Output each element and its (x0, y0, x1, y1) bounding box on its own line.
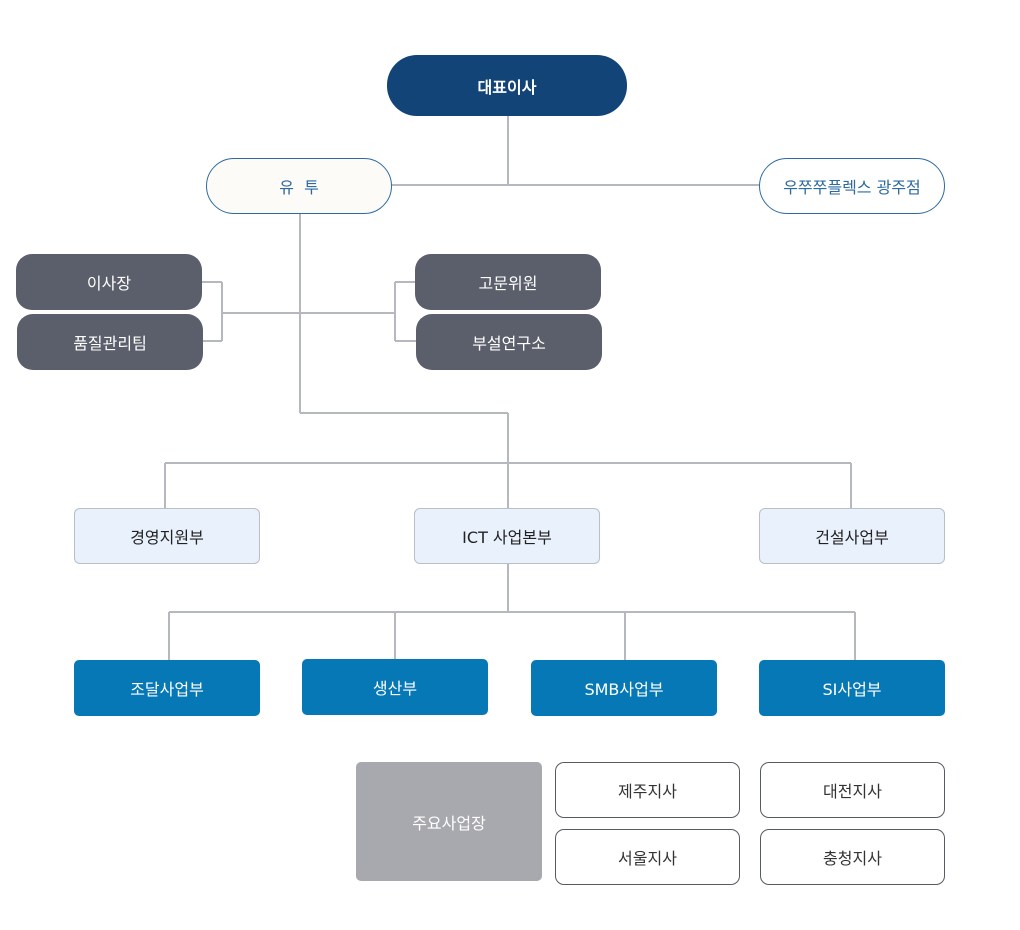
procurement-dept-box: 조달사업부 (74, 660, 260, 716)
construction-division-box: 건설사업부 (759, 508, 945, 564)
seoul-branch-box: 서울지사 (555, 829, 740, 885)
research-lab-box: 부설연구소 (416, 314, 602, 370)
ict-division-box: ICT 사업본부 (414, 508, 600, 564)
ceo-box: 대표이사 (387, 55, 627, 116)
production-dept-box: 생산부 (302, 659, 488, 715)
chairman-box: 이사장 (16, 254, 202, 310)
gwangju-branch-box: 우쭈쭈플렉스 광주점 (759, 158, 945, 214)
jeju-branch-box: 제주지사 (555, 762, 740, 818)
yutu-box: 유 투 (206, 158, 392, 214)
chungcheong-branch-box: 충청지사 (760, 829, 945, 885)
si-dept-box: SI사업부 (759, 660, 945, 716)
advisor-box: 고문위원 (415, 254, 601, 310)
management-support-box: 경영지원부 (74, 508, 260, 564)
main-sites-label: 주요사업장 (356, 762, 542, 881)
quality-team-box: 품질관리팀 (17, 314, 203, 370)
smb-dept-box: SMB사업부 (531, 660, 717, 716)
daejeon-branch-box: 대전지사 (760, 762, 945, 818)
